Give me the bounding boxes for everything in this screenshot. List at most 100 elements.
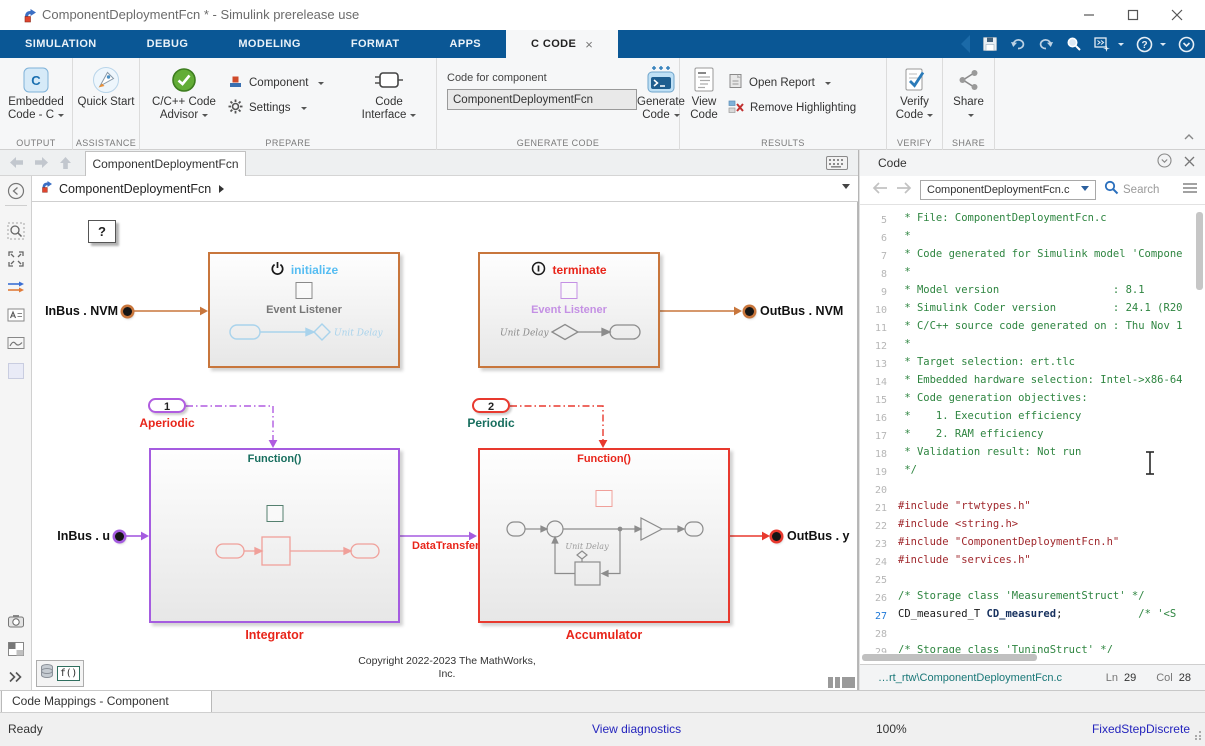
fit-to-view-icon[interactable]	[7, 250, 25, 273]
panel-options-icon[interactable]	[1157, 153, 1172, 173]
nav-forward-icon[interactable]	[33, 155, 50, 175]
panel-splitter[interactable]	[858, 150, 860, 690]
panel-menu-icon[interactable]	[1183, 181, 1197, 199]
annotation-icon[interactable]	[7, 306, 25, 329]
menu-tab-format[interactable]: FORMAT	[326, 30, 425, 58]
solver-name[interactable]: FixedStepDiscrete	[1091, 722, 1190, 736]
zoom-region-icon[interactable]	[7, 222, 25, 245]
outport-outbus-nvm[interactable]	[745, 306, 754, 316]
save-icon[interactable]	[982, 36, 998, 52]
nav-back-icon[interactable]	[8, 155, 25, 175]
menu-tab-c-code[interactable]: C CODE×	[506, 30, 619, 58]
vertical-scrollbar[interactable]	[1196, 212, 1203, 290]
view-diagnostics-link[interactable]: View diagnostics	[592, 722, 682, 736]
function-trigger-port[interactable]	[266, 505, 283, 522]
redo-icon[interactable]	[1038, 37, 1054, 51]
menu-tab-apps[interactable]: APPS	[424, 30, 506, 58]
breadcrumb[interactable]: ComponentDeploymentFcn	[32, 176, 858, 202]
line-number: 24	[874, 557, 887, 568]
quick-start-button[interactable]: Quick Start	[73, 58, 139, 109]
remove-highlighting-button[interactable]: Remove Highlighting	[728, 97, 856, 118]
nav-up-icon[interactable]	[58, 155, 73, 175]
horizontal-scrollbar[interactable]	[862, 654, 1037, 661]
help-annotation-block[interactable]: ?	[88, 220, 116, 243]
toolstrip-options-icon[interactable]	[1178, 36, 1195, 53]
generate-code-button[interactable]: Generate Code	[637, 58, 685, 122]
view-code-button[interactable]: View Code	[680, 58, 728, 122]
settings-menu-button[interactable]: Settings	[228, 97, 346, 118]
splitter-handle-icon[interactable]	[828, 676, 856, 690]
model-document-tab[interactable]: ComponentDeploymentFcn	[85, 151, 246, 176]
event-badge-periodic[interactable]: 2	[472, 398, 510, 413]
breadcrumb-item[interactable]: ComponentDeploymentFcn	[59, 181, 212, 196]
line-number: 22	[874, 521, 887, 532]
function-trigger-port[interactable]	[595, 490, 613, 507]
terminate-subsystem-block[interactable]: terminate Event Listener Unit Delay	[478, 252, 660, 368]
code-text: * Code generation objectives:	[898, 392, 1088, 404]
area-annotation-icon[interactable]	[7, 362, 25, 385]
search-icon[interactable]	[1104, 180, 1119, 200]
signal-routing-icon[interactable]	[7, 278, 25, 301]
file-dropdown[interactable]: ComponentDeploymentFcn.c	[920, 180, 1096, 200]
document-tab-bar: ComponentDeploymentFcn	[0, 150, 858, 176]
code-nav-back-icon[interactable]	[872, 181, 888, 199]
accumulator-subsystem-block[interactable]: Function()	[478, 448, 730, 623]
image-annotation-icon[interactable]	[7, 334, 25, 357]
collapse-ribbon-icon[interactable]	[1183, 128, 1195, 146]
search-input[interactable]	[1123, 184, 1175, 196]
keyboard-shortcuts-icon[interactable]	[826, 156, 848, 175]
close-panel-icon[interactable]	[1184, 154, 1195, 172]
file-path: …rt_rtw\ComponentDeploymentFcn.c	[878, 671, 1063, 684]
component-name-input[interactable]	[447, 89, 637, 110]
code-advisor-button[interactable]: C/C++ Code Advisor	[140, 58, 228, 122]
search-icon[interactable]	[1066, 36, 1082, 52]
embedded-code-button[interactable]: C Embedded Code - C	[0, 58, 72, 122]
collapse-notch-icon[interactable]	[961, 35, 970, 53]
maximize-button[interactable]	[1111, 0, 1155, 30]
svg-text:Unit Delay: Unit Delay	[500, 329, 550, 339]
menu-tab-debug[interactable]: DEBUG	[122, 30, 214, 58]
integrator-subsystem-block[interactable]: Function()	[149, 448, 400, 623]
line-value: 29	[1123, 671, 1137, 684]
minimize-button[interactable]	[1067, 0, 1111, 30]
close-tab-icon[interactable]: ×	[585, 36, 594, 52]
model-canvas[interactable]: ? InBus . NVM InBus . u OutBus . NVM Out…	[32, 202, 858, 690]
verify-code-button[interactable]: Verify Code	[887, 58, 942, 122]
code-interface-button[interactable]: Code Interface	[346, 58, 432, 122]
periodic-label: Periodic	[467, 416, 515, 430]
screenshot-icon[interactable]	[7, 612, 25, 635]
event-listener-port[interactable]	[560, 282, 578, 299]
open-report-button[interactable]: Open Report	[728, 72, 856, 93]
canvas-toolbox[interactable]: f()	[36, 660, 84, 687]
event-badge-aperiodic[interactable]: 1	[148, 398, 186, 413]
menu-tab-simulation[interactable]: SIMULATION	[0, 30, 122, 58]
code-nav-forward-icon[interactable]	[896, 181, 912, 199]
help-icon[interactable]: ?	[1136, 36, 1166, 53]
outport-label-outbus-nvm: OutBus . NVM	[760, 304, 844, 318]
layout-favorites-icon[interactable]	[1094, 36, 1124, 53]
viewmarks-icon[interactable]	[7, 640, 25, 663]
report-icon	[728, 73, 743, 92]
menu-tab-modeling[interactable]: MODELING	[213, 30, 325, 58]
undo-icon[interactable]	[1010, 37, 1026, 51]
initialize-subsystem-block[interactable]: initialize Event Listener Unit Delay	[208, 252, 400, 368]
inport-inbus-u[interactable]	[115, 531, 124, 541]
inport-inbus-nvm[interactable]	[123, 306, 132, 316]
component-menu-button[interactable]: Component	[228, 72, 346, 93]
breadcrumb-dropdown-icon[interactable]	[842, 184, 850, 193]
close-button[interactable]	[1155, 0, 1199, 30]
hide-explorer-icon[interactable]	[7, 182, 25, 205]
expand-strip-icon[interactable]	[7, 668, 25, 691]
share-button[interactable]: Share	[943, 58, 994, 122]
line-number: 9	[880, 287, 887, 298]
verify-code-label: Verify Code	[895, 96, 929, 121]
resize-grip-icon[interactable]	[1193, 729, 1202, 743]
line-number: 26	[874, 593, 887, 604]
code-mappings-tab[interactable]: Code Mappings - Component Interface	[1, 691, 212, 729]
outport-outbus-y[interactable]	[772, 531, 781, 541]
check-circle-icon	[170, 63, 198, 96]
event-listener-port[interactable]	[295, 282, 313, 299]
code-line: 12 *	[860, 338, 1198, 356]
ribbon-group-assistance: Quick Start ASSISTANCE	[73, 58, 140, 150]
